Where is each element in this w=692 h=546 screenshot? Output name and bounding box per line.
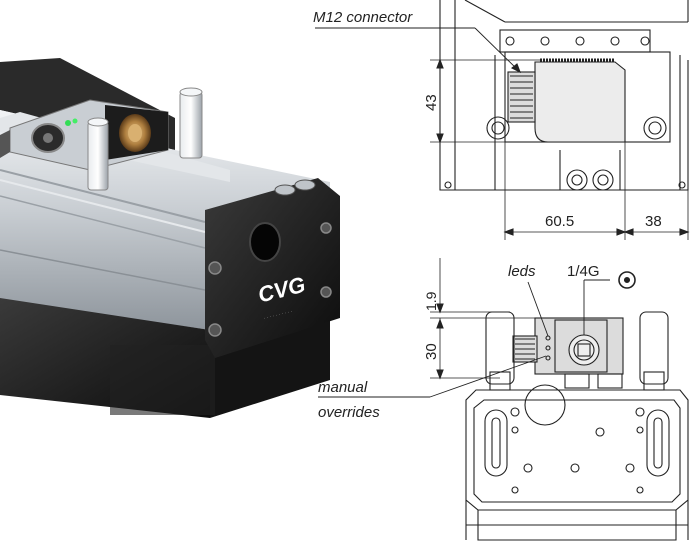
dimension-30: 30 (423, 343, 440, 360)
front-view-drawing (318, 258, 689, 541)
leds-label: leds (508, 263, 536, 280)
dimension-1-9: 1.9 (423, 291, 439, 311)
overrides-label: overrides (318, 404, 380, 421)
m12-connector-label: M12 connector (313, 9, 413, 26)
top-view-drawing (315, 0, 690, 240)
led-icon (65, 120, 71, 126)
dimension-38: 38 (645, 213, 662, 230)
product-photo: CVG · · · · · · · · · · (0, 58, 340, 418)
led-icon (72, 118, 78, 124)
dimension-43: 43 (423, 94, 440, 111)
manual-label: manual (318, 379, 368, 396)
port-1-4g-label: 1/4G (567, 263, 600, 280)
dimension-60-5: 60.5 (545, 213, 574, 230)
